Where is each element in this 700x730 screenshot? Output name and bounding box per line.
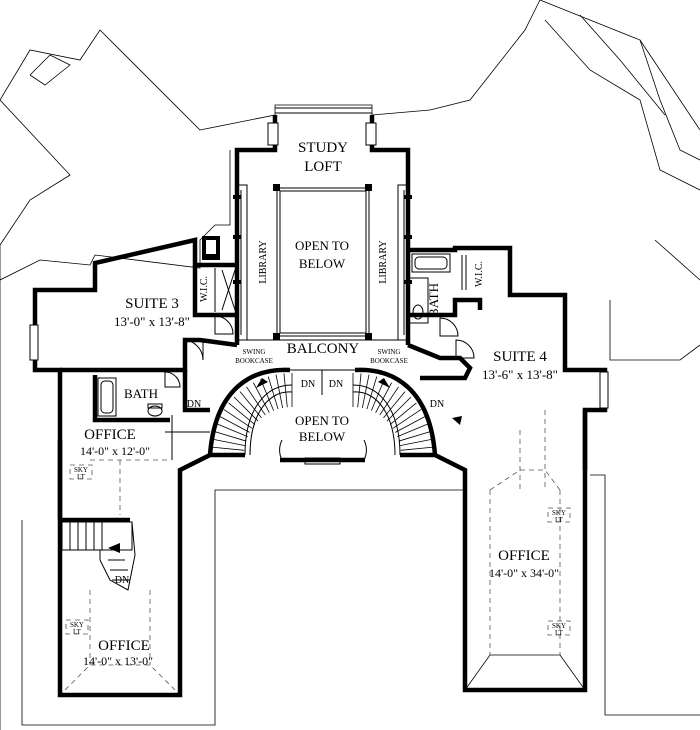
suite3-walls (29, 236, 238, 520)
suite4-name: SUITE 4 (493, 349, 547, 365)
balcony-label: BALCONY (287, 341, 360, 357)
stair-tread (399, 438, 434, 447)
open-to-below-upper-label-1: OPEN TO (295, 238, 349, 253)
stair-tread (223, 409, 253, 429)
suite4-walls (407, 245, 609, 470)
office-left-walls (57, 440, 212, 698)
stair-tread (246, 386, 266, 416)
office-bottom-size: 14'-0" x 13'-0" (83, 654, 153, 668)
stair-tread (366, 376, 378, 410)
skylight-office-right-1-text-1: SKY (552, 509, 566, 517)
swing-bookcase-right-2: BOOKCASE (370, 357, 408, 365)
bath-right-label: BATH (426, 283, 441, 317)
stair-tread (239, 391, 262, 419)
skylight-office-right-2 (547, 620, 571, 636)
stair-tread (211, 438, 246, 447)
stair-tread (267, 376, 279, 410)
bath-left-label: BATH (124, 386, 158, 401)
office-bottom-name: OFFICE (98, 638, 150, 654)
open-to-below-lower-label-2: BELOW (299, 429, 346, 444)
stair-tread (361, 374, 370, 409)
swing-bookcase-left-2: BOOKCASE (235, 357, 273, 365)
dn-label-hall: DN (187, 399, 201, 410)
suite3-name: SUITE 3 (125, 296, 179, 312)
stair-tread (383, 391, 406, 419)
stair-tread (389, 402, 417, 425)
skylight-office-bottom-text-2: LT (73, 628, 82, 636)
skylight-office-left-text-2: LT (77, 473, 86, 481)
office-right-walls (433, 410, 588, 693)
stair-tread (398, 430, 432, 442)
office-left-name: OFFICE (84, 427, 136, 443)
office-right-size: 14'-0" x 34'-0" (489, 566, 559, 580)
stair-tread (392, 409, 422, 429)
grand-staircase (108, 367, 462, 553)
skylight-office-bottom-text-1: SKY (70, 621, 84, 629)
open-to-below-lower-label-1: OPEN TO (295, 413, 349, 428)
stair-tread (233, 396, 259, 422)
stair-tread (397, 423, 429, 438)
stair-tread (370, 379, 385, 411)
study-loft-walls (233, 107, 412, 345)
study-loft-label-1: STUDY (298, 140, 348, 156)
skylight-office-right-1 (547, 507, 571, 523)
skylight-office-right-2-text-2: LT (555, 629, 564, 637)
dn-label-office-stair: DN (115, 575, 129, 586)
stair-tread (252, 382, 270, 413)
skylight-office-left-text-1: SKY (74, 466, 88, 474)
library-right-label: LIBRARY (378, 240, 389, 283)
stair-tread (400, 446, 435, 451)
office-left-size: 14'-0" x 12'-0" (80, 444, 150, 458)
skylight-office-left (69, 464, 93, 480)
skylight-office-right-1-text-2: LT (555, 516, 564, 524)
stair-tread (386, 396, 412, 422)
library-left-label: LIBRARY (258, 240, 269, 283)
wic-left-label: W.I.C. (199, 276, 210, 302)
stair-tread (213, 430, 247, 442)
office-right-name: OFFICE (498, 548, 550, 564)
stair-tread (379, 386, 399, 416)
suite3-size: 13'-0" x 13'-8" (114, 314, 190, 329)
room-labels: STUDY LOFT OPEN TO BELOW LIBRARY LIBRARY… (70, 140, 566, 668)
stair-tread (228, 402, 256, 425)
open-to-below-upper-label-2: BELOW (299, 256, 346, 271)
stair-tread (219, 415, 250, 433)
suite4-size: 13'-6" x 13'-8" (482, 367, 558, 382)
stair-tread (395, 415, 426, 433)
swing-bookcase-left-1: SWING (243, 348, 266, 356)
stair-tread (375, 382, 393, 413)
stair-tread (216, 423, 248, 438)
dn-label-stair-right: DN (329, 379, 343, 390)
stair-tread (283, 373, 288, 408)
dn-label-right: DN (430, 399, 444, 410)
dn-label-stair-left: DN (301, 379, 315, 390)
stair-tread (357, 373, 362, 408)
stair-tread (275, 374, 284, 409)
stair-tread (210, 446, 245, 451)
swing-bookcase-right-1: SWING (378, 348, 401, 356)
wic-right-label: W.I.C. (474, 261, 485, 287)
skylights (65, 464, 571, 636)
study-loft-label-2: LOFT (304, 159, 342, 175)
skylight-office-bottom (65, 619, 89, 635)
skylight-office-right-2-text-1: SKY (552, 622, 566, 630)
